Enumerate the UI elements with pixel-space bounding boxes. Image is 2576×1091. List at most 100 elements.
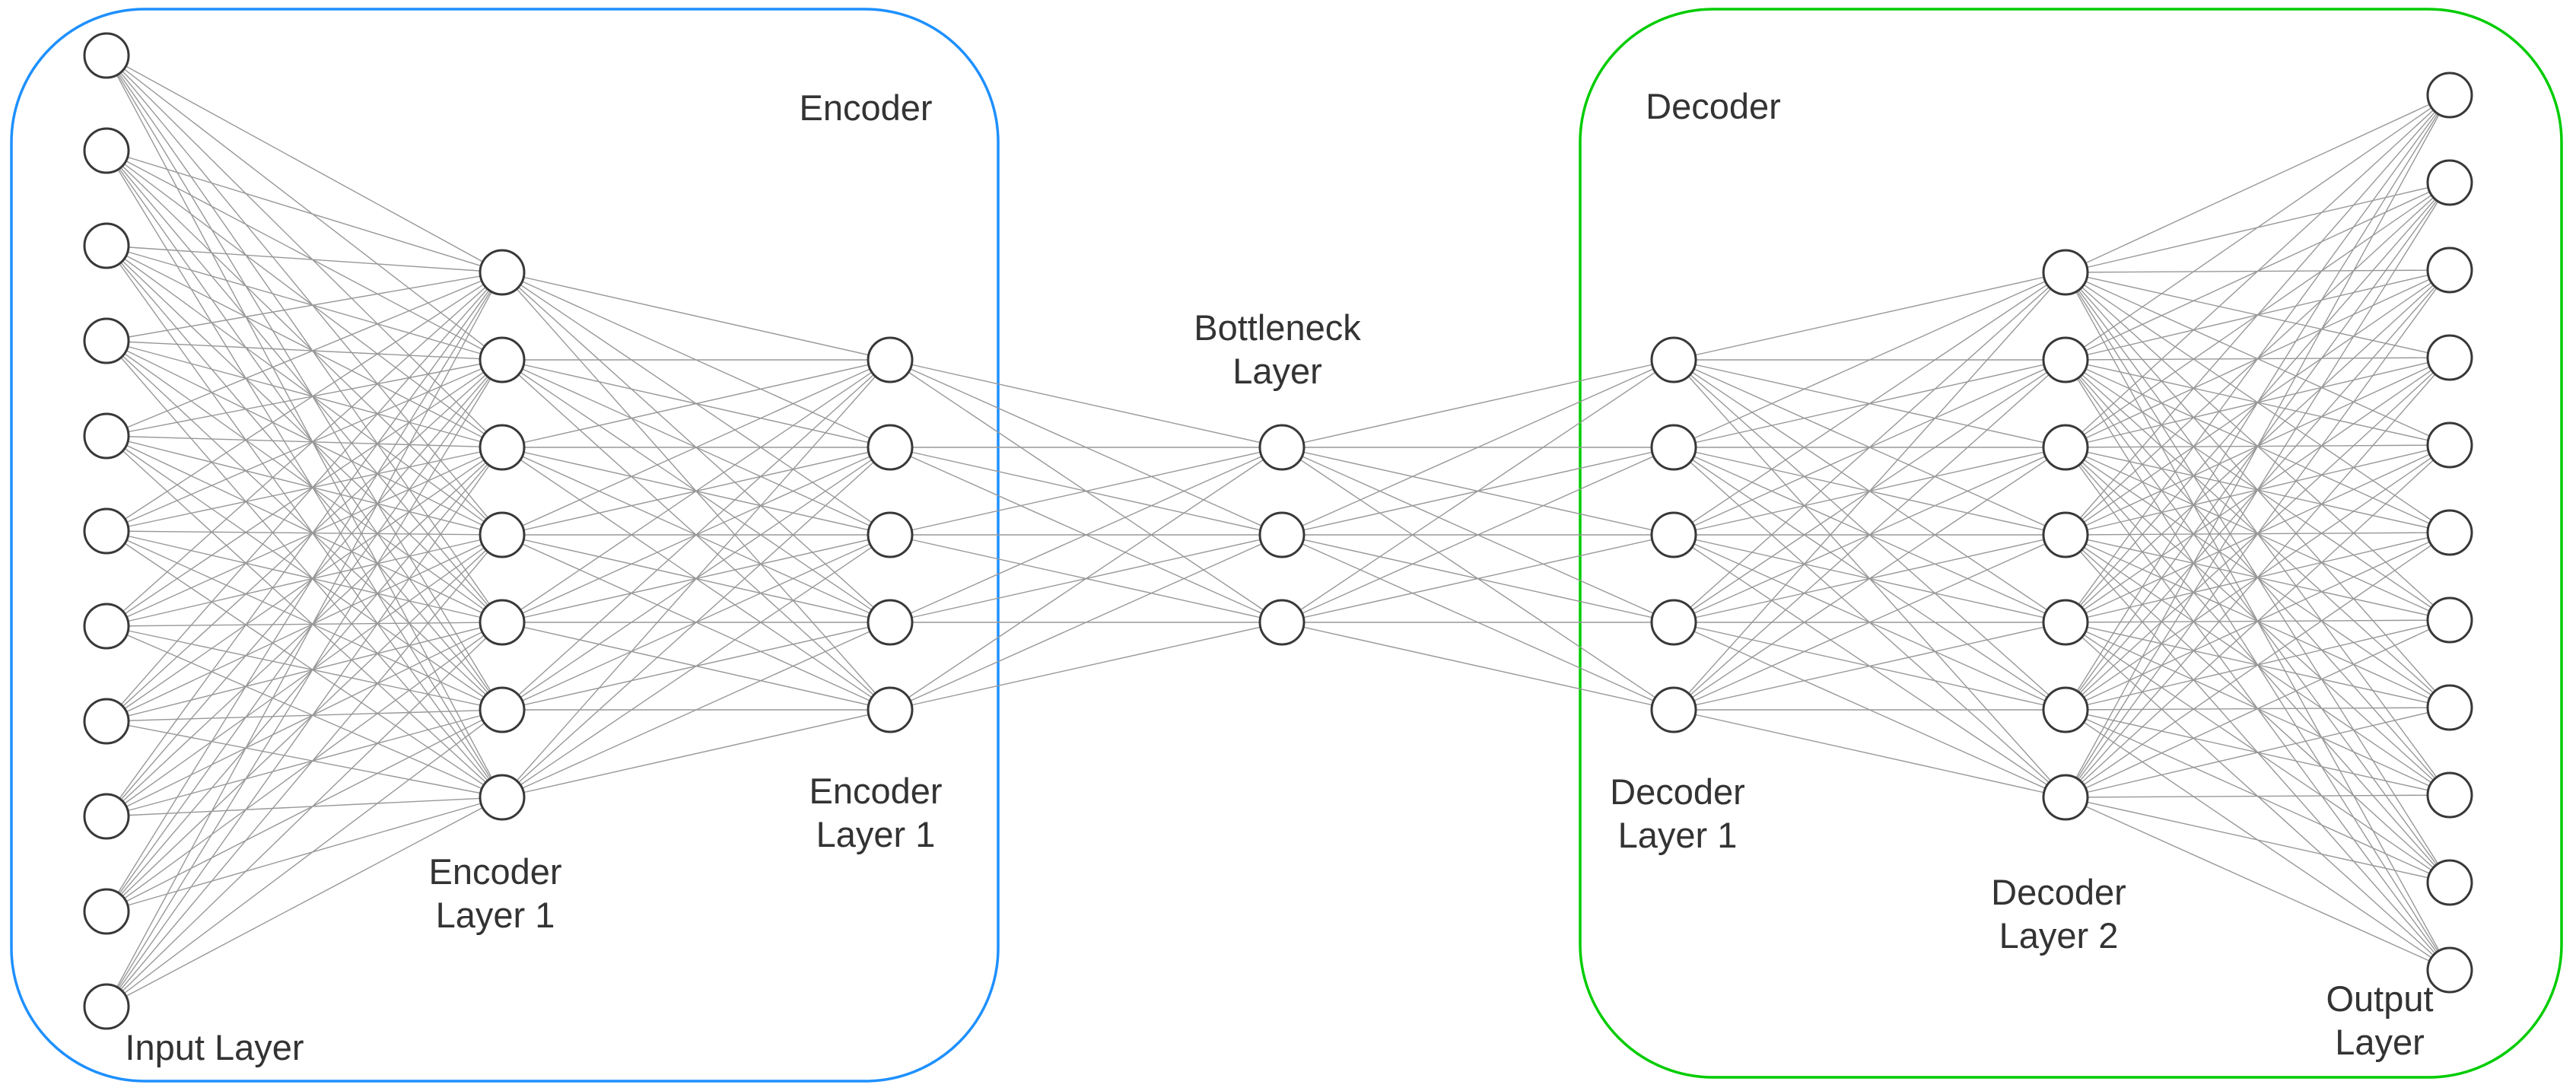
edge-line <box>106 622 503 1007</box>
edge-line <box>106 340 503 798</box>
neuron-node-output-layer-7 <box>2426 684 2473 731</box>
edge-line <box>1673 272 2066 361</box>
edge-line <box>106 245 503 273</box>
edge-line <box>2065 269 2450 798</box>
edge-line <box>106 534 503 912</box>
edge-line <box>1281 359 1674 623</box>
edge-line <box>106 245 503 361</box>
edge-line <box>106 435 503 448</box>
neuron-node-input-layer-10 <box>83 983 130 1030</box>
neuron-node-output-layer-6 <box>2426 596 2473 644</box>
edge-line <box>2065 94 2450 711</box>
neuron-node-encoder-layer-1b-0 <box>867 336 914 383</box>
edge-line <box>106 622 503 817</box>
edge-line <box>106 245 503 623</box>
edge-line <box>106 534 503 817</box>
edge-line <box>106 435 503 623</box>
edge-line <box>1281 359 1674 536</box>
edge-line <box>501 272 891 361</box>
edge-line <box>106 447 503 722</box>
edge-line <box>106 272 503 817</box>
neuron-node-output-layer-9 <box>2426 859 2473 906</box>
edges-decoder-layer-2-to-output-layer <box>2065 94 2450 971</box>
edge-line <box>501 534 891 798</box>
neuron-node-decoder-layer-2-6 <box>2042 774 2089 821</box>
encoder-layer1b-label-line2: Layer 1 <box>816 814 936 854</box>
edge-line <box>1281 622 1674 711</box>
edge-line <box>106 272 503 912</box>
edge-line <box>2065 94 2450 798</box>
edge-line <box>106 245 503 448</box>
neuron-node-decoder-layer-2-5 <box>2042 686 2089 733</box>
edges-layer <box>106 55 2450 1007</box>
neuron-node-input-layer-9 <box>83 888 130 935</box>
edge-line <box>106 55 503 361</box>
neuron-node-output-layer-3 <box>2426 334 2473 381</box>
decoder-layer-1-nodes <box>1650 336 1697 733</box>
neuron-node-encoder-layer-1-1 <box>479 336 526 383</box>
neuron-node-decoder-layer-2-0 <box>2042 249 2089 296</box>
edge-line <box>106 534 503 627</box>
edge-line <box>106 340 503 711</box>
neuron-node-output-layer-2 <box>2426 247 2473 294</box>
edge-line <box>106 359 503 912</box>
edge-line <box>1673 359 2066 711</box>
neuron-node-encoder-layer-1b-1 <box>867 424 914 471</box>
edge-line <box>106 55 503 798</box>
decoder-layer2-label-line2: Layer 2 <box>1999 915 2119 956</box>
edge-line <box>106 359 503 437</box>
input-layer-nodes <box>83 32 130 1030</box>
edge-line <box>501 359 891 536</box>
edge-line <box>2065 94 2450 448</box>
edge-line <box>106 709 503 912</box>
neuron-node-input-layer-5 <box>83 507 130 555</box>
edges-encoder-layer-1b-to-bottleneck-layer <box>889 359 1283 711</box>
edge-line <box>106 709 503 1007</box>
edge-line <box>106 359 503 532</box>
edge-line <box>889 447 1283 623</box>
neuron-node-output-layer-0 <box>2426 72 2473 119</box>
edges-encoder-layer-1-to-encoder-layer-1b <box>501 272 891 798</box>
neuron-node-bottleneck-layer-1 <box>1258 511 1305 558</box>
neuron-node-output-layer-10 <box>2426 946 2473 994</box>
edge-line <box>2065 797 2450 971</box>
edge-line <box>106 272 503 1007</box>
edge-line <box>106 359 503 722</box>
neuron-node-input-layer-3 <box>83 317 130 364</box>
edge-line <box>106 622 503 722</box>
neuron-node-bottleneck-layer-2 <box>1258 599 1305 646</box>
neuron-node-output-layer-4 <box>2426 421 2473 469</box>
edge-line <box>106 272 503 342</box>
edge-line <box>106 447 503 1007</box>
edge-line <box>106 625 503 711</box>
edge-line <box>1673 622 2066 711</box>
edge-line <box>1673 447 2066 711</box>
labels-layer: Encoder Decoder Input Layer Encoder Laye… <box>125 86 2433 1067</box>
edge-line <box>106 709 503 722</box>
edge-line <box>106 55 503 448</box>
neuron-node-encoder-layer-1b-3 <box>867 599 914 646</box>
edge-line <box>106 150 503 711</box>
decoder-box <box>1579 8 2563 1079</box>
edge-line <box>106 534 503 722</box>
edge-line <box>889 359 1283 448</box>
neuron-node-input-layer-4 <box>83 412 130 460</box>
edge-line <box>106 272 503 627</box>
encoder-layer1-label-line1: Encoder <box>428 851 561 892</box>
neuron-node-decoder-layer-1-4 <box>1650 686 1697 733</box>
edge-line <box>106 150 503 273</box>
edge-line <box>106 150 503 623</box>
edge-line <box>106 530 503 711</box>
edge-line <box>501 709 891 798</box>
neuron-node-input-layer-7 <box>83 698 130 745</box>
bottleneck-layer-nodes <box>1258 424 1305 646</box>
edge-line <box>2065 182 2450 798</box>
edge-line <box>501 447 891 798</box>
edge-line <box>1673 272 2066 623</box>
output-layer-nodes <box>2426 72 2473 994</box>
edge-line <box>501 622 891 798</box>
edge-line <box>106 340 503 361</box>
group-boxes-layer <box>10 8 2563 1083</box>
neuron-node-encoder-layer-1-6 <box>479 774 526 821</box>
edge-line <box>501 359 891 448</box>
